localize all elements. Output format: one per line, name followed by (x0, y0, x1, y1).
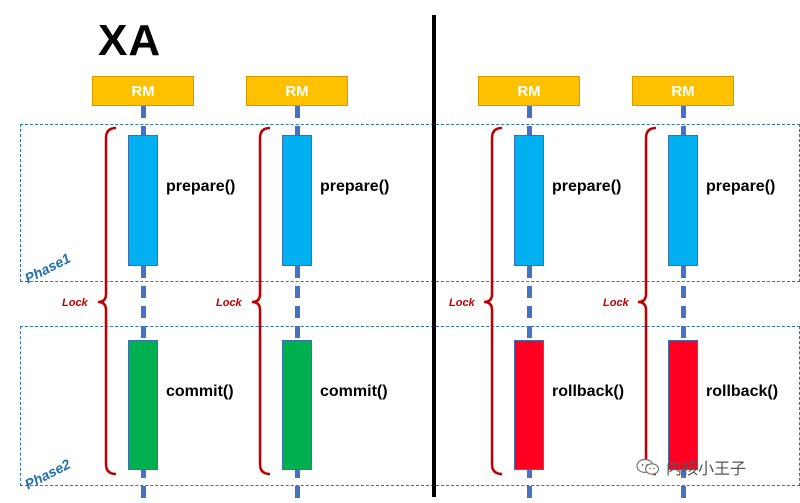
rollback-bar (514, 340, 544, 470)
prepare-bar (128, 135, 158, 266)
lifeline (681, 106, 686, 503)
rm-box: RM (632, 76, 734, 106)
lock-label: Lock (216, 297, 242, 309)
lock-brace (483, 126, 503, 476)
commit-label: commit() (166, 383, 234, 400)
prepare-bar (282, 135, 312, 266)
commit-bar (282, 340, 312, 470)
commit-bar (128, 340, 158, 470)
watermark: 内核小王子 (636, 455, 746, 479)
prepare-bar (668, 135, 698, 266)
prepare-label: prepare() (706, 178, 776, 195)
lifeline (141, 106, 146, 503)
lifeline (295, 106, 300, 503)
wechat-icon (636, 458, 660, 475)
prepare-label: prepare() (320, 178, 390, 195)
lock-label: Lock (62, 297, 88, 309)
divider-line (432, 15, 436, 497)
watermark-text: 内核小王子 (666, 459, 747, 478)
lock-label: Lock (603, 297, 629, 309)
lock-brace (251, 126, 271, 476)
rollback-bar (668, 340, 698, 470)
prepare-bar (514, 135, 544, 266)
rm-box: RM (92, 76, 194, 106)
rollback-label: rollback() (552, 383, 625, 400)
rm-box: RM (246, 76, 348, 106)
commit-label: commit() (320, 383, 388, 400)
lock-label: Lock (449, 297, 475, 309)
rm-box: RM (478, 76, 580, 106)
lock-brace (97, 126, 117, 476)
prepare-label: prepare() (552, 178, 622, 195)
lifeline (527, 106, 532, 503)
lock-brace (637, 126, 657, 476)
title: XA (98, 16, 162, 65)
rollback-label: rollback() (706, 383, 779, 400)
prepare-label: prepare() (166, 178, 236, 195)
